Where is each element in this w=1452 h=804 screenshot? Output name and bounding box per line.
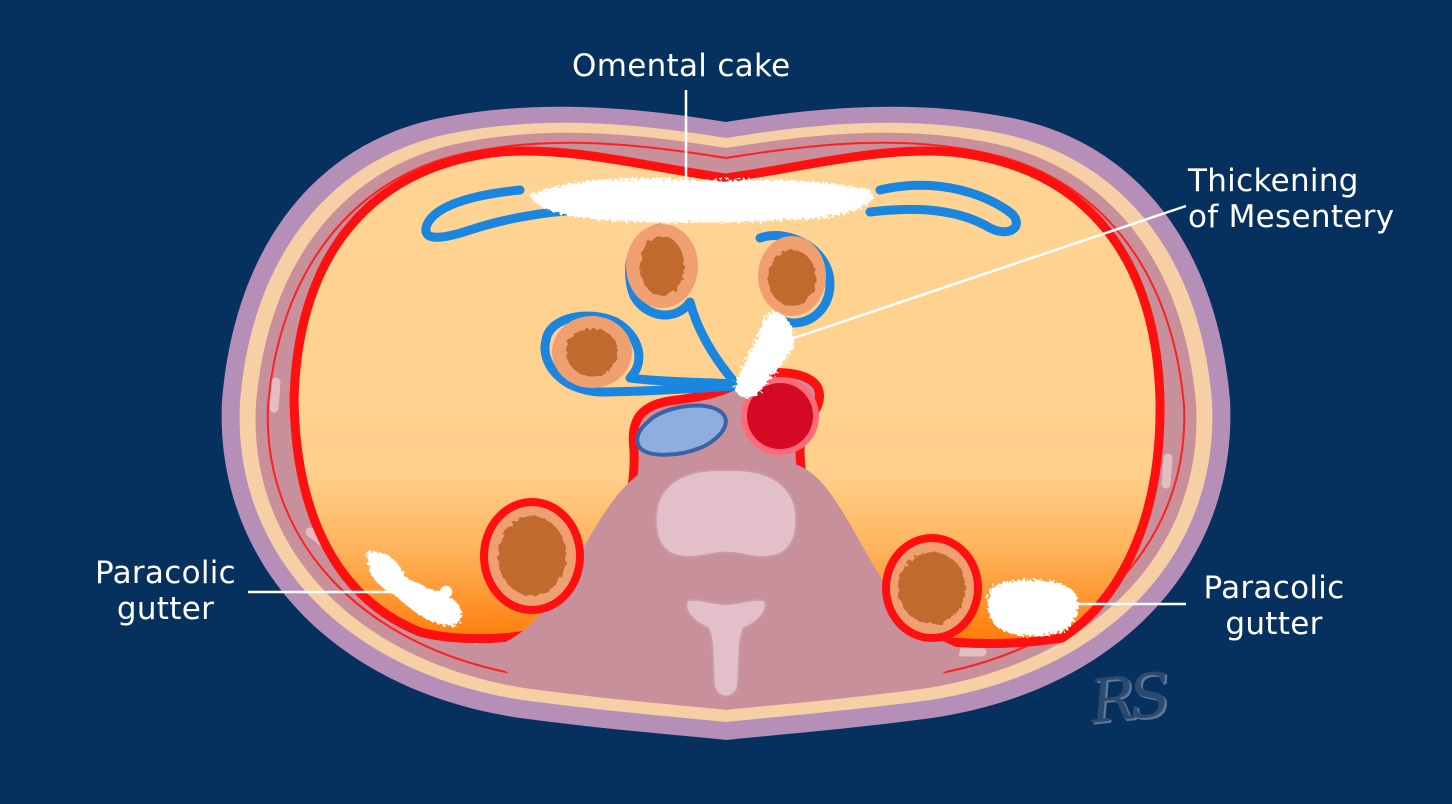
mesentery-deposit <box>734 311 795 398</box>
bowel-loop-2 <box>758 236 826 316</box>
ivc <box>635 403 728 457</box>
retroperitoneum <box>490 453 960 706</box>
paracolic-right-line2: gutter <box>1225 606 1323 642</box>
paracolic-left-line2: gutter <box>116 591 215 627</box>
label-omental-cake: Omental cake <box>572 48 791 84</box>
colon-right <box>882 534 982 642</box>
colon-left <box>480 498 584 614</box>
paracolic-left-line1: Paracolic <box>94 555 237 591</box>
thickening-text-line2: of Mesentery <box>1188 199 1395 235</box>
vertebral-body <box>654 468 798 559</box>
omental-cake-deposit <box>530 178 873 223</box>
bowel-loop-3 <box>552 316 632 388</box>
paracolic-right-line1: Paracolic <box>1203 570 1345 606</box>
watermark-logo: RS <box>1086 660 1168 738</box>
bowel-loop-1 <box>626 224 698 308</box>
leader-lines <box>248 90 1187 611</box>
paracolic-deposit-left <box>367 551 462 626</box>
leader-thickening <box>787 204 1187 342</box>
spinous-process <box>685 598 767 698</box>
aorta <box>741 377 819 455</box>
label-thickening-of-mesentery: Thickening of Mesentery <box>1188 163 1394 235</box>
thickening-text-line1: Thickening <box>1188 163 1359 199</box>
label-paracolic-gutter-right: Paracolic gutter <box>1200 570 1348 642</box>
label-paracolic-gutter-left: Paracolic gutter <box>93 555 238 627</box>
omental-cake-text: Omental cake <box>572 48 791 84</box>
